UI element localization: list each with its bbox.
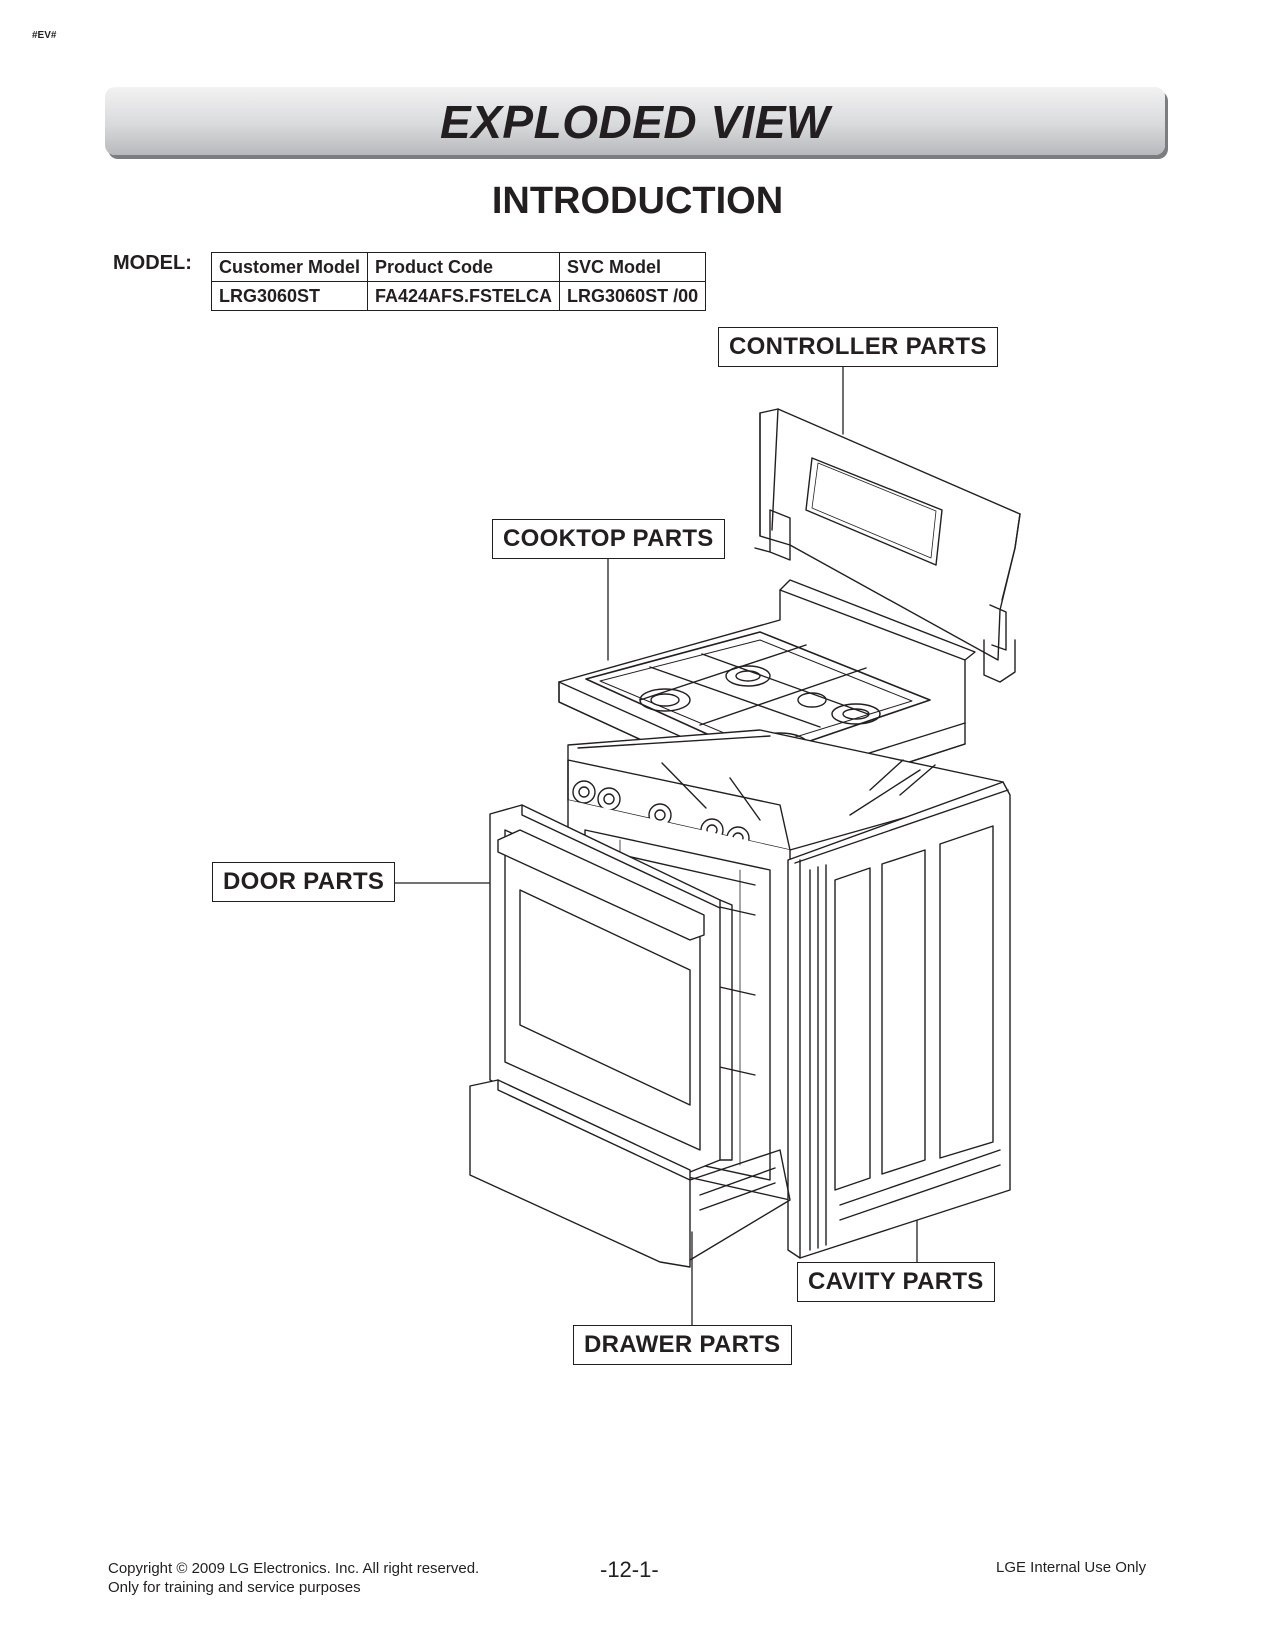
internal-use-notice: LGE Internal Use Only [996,1559,1147,1576]
table-row: LRG3060ST FA424AFS.FSTELCA LRG3060ST /00 [210,281,707,311]
controller-backguard [754,408,1021,683]
purpose-text: Only for training and service purposes [108,1579,361,1596]
product-code-cell: FA424AFS.FSTELCA [367,281,561,311]
copyright-text: Copyright © 2009 LG Electronics. Inc. Al… [108,1560,480,1577]
drawer-parts-callout[interactable]: DRAWER PARTS [573,1325,792,1365]
leader-lines [391,364,918,1331]
cavity-parts-callout[interactable]: CAVITY PARTS [797,1262,995,1302]
controller-parts-callout[interactable]: CONTROLLER PARTS [718,327,998,367]
model-table: Customer Model Product Code SVC Model LR… [210,252,707,311]
column-header: SVC Model [559,252,707,282]
oven-door [489,804,733,1173]
cavity-side-panel [787,781,1011,1259]
page-title: INTRODUCTION [491,180,784,222]
customer-model-cell: LRG3060ST [210,281,369,311]
cooktop-assembly [558,579,976,805]
section-banner: EXPLODED VIEW [105,87,1165,155]
table-header-row: Customer Model Product Code SVC Model [210,252,707,282]
page-number: -12-1- [600,1557,659,1582]
column-header: Customer Model [210,252,369,282]
document-tag: #EV# [32,30,57,41]
cooktop-parts-callout[interactable]: COOKTOP PARTS [492,519,725,559]
door-parts-callout[interactable]: DOOR PARTS [212,862,396,902]
banner-title: EXPLODED VIEW [440,96,830,148]
footer-left: Copyright © 2009 LG Electronics. Inc. Al… [108,1559,479,1597]
svc-model-cell: LRG3060ST /00 [559,281,707,311]
storage-drawer [469,1079,791,1268]
model-label: MODEL: [113,252,192,274]
